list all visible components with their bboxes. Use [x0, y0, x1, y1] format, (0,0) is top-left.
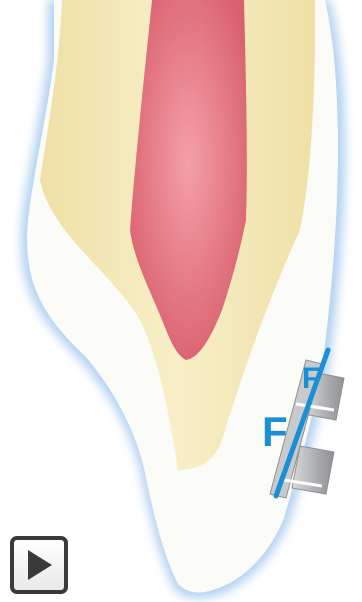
play-button[interactable]	[10, 536, 68, 594]
force-label-large: F	[262, 408, 288, 455]
play-icon	[28, 550, 52, 580]
force-label-small: F	[302, 362, 320, 395]
